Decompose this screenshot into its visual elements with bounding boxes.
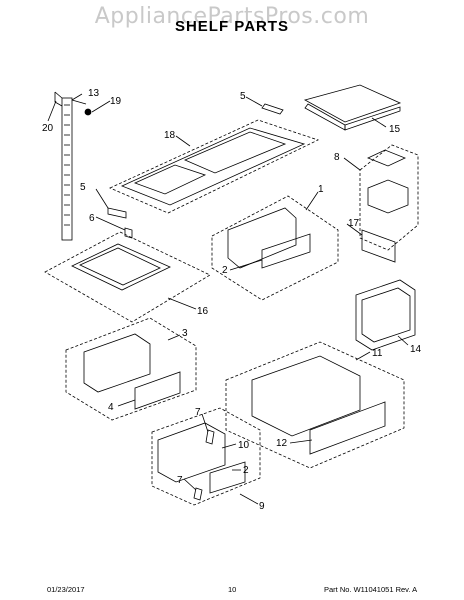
callout-5a: 5: [240, 91, 246, 102]
callout-7a: 7: [195, 407, 201, 418]
callout-16: 16: [197, 306, 209, 317]
callout-8: 8: [334, 152, 340, 163]
callout-4: 4: [108, 402, 114, 413]
callout-10: 10: [238, 440, 250, 451]
callout-18: 18: [164, 130, 176, 141]
callout-3: 3: [182, 328, 188, 339]
footer-date: 01/23/2017: [47, 585, 85, 594]
page-title: SHELF PARTS: [174, 18, 290, 35]
callout-20: 20: [42, 123, 54, 134]
callout-9: 9: [259, 501, 265, 512]
callout-12: 12: [276, 438, 288, 449]
shelf-ladder-rail: [54, 91, 73, 241]
callout-6: 6: [89, 213, 95, 224]
footer-part-number: Part No. W11041051 Rev. A: [324, 585, 418, 594]
callout-2a: 2: [222, 265, 228, 276]
callout-1: 1: [318, 184, 324, 195]
callout-13: 13: [88, 88, 100, 99]
callout-2b: 2: [243, 465, 249, 476]
callout-7b: 7: [177, 475, 183, 486]
callout-11: 11: [372, 348, 383, 359]
watermark: AppliancePartsPros.com: [94, 4, 370, 29]
callout-17: 17: [348, 218, 360, 229]
callout-5b: 5: [80, 182, 86, 193]
callout-15: 15: [389, 124, 401, 135]
callout-14: 14: [410, 344, 422, 355]
callout-19: 19: [110, 96, 122, 107]
footer-page-number: 10: [228, 585, 237, 594]
